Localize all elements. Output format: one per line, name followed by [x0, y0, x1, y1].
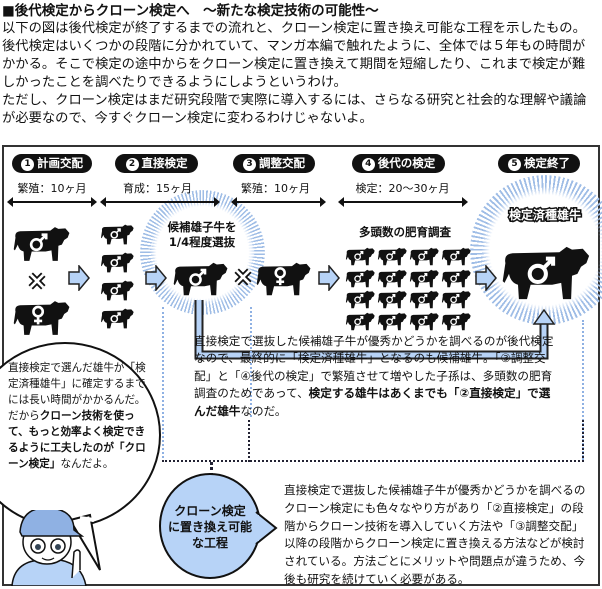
intro-line: 後代検定はいくつかの段階に分かれていて、マンガ本編で触れたように、全体では５年も… — [2, 39, 586, 54]
stage-number: 5 — [508, 158, 521, 171]
clone-process-badge — [159, 473, 278, 579]
stage-label: 計画交配 — [37, 156, 83, 170]
clone-label-line: クローン検定 — [174, 504, 246, 518]
duration-label: 育成：15ヶ月 — [123, 182, 192, 195]
intro-line: が必要なので、今すぐクローン検定に変わるわけじゃないよ。 — [2, 111, 373, 126]
intro-line: しかったことを調べたりできるようにしようというわけ。 — [2, 75, 347, 90]
selection-label-line: 1/4程度選抜 — [168, 235, 236, 249]
note-text: 直接検定で選抜した候補雄子牛が優秀かどうかを調べるのが後代検定なので、最終的に「… — [194, 334, 554, 401]
bubble-text: 直接検定で選んだ雄牛が「検定済種雄牛」に確定するまでには長い時間がかかるんだ。だ… — [8, 360, 146, 472]
stage-number: 2 — [125, 158, 139, 171]
intro-line: ただし、クローン検定はまだ研究段階で実際に導入するには、さらなる研究と社会的な理… — [2, 93, 587, 108]
duration-arrow — [231, 197, 326, 207]
fattening-label: 多頭数の肥育調査 — [359, 225, 451, 239]
male-cow-icon — [12, 222, 70, 266]
progeny-male-cow-icon — [377, 268, 407, 289]
stage-number: 4 — [361, 158, 375, 171]
selected-male-cow-icon — [172, 258, 228, 300]
dotted-bracket — [582, 420, 584, 462]
male-cow-icon — [100, 278, 134, 303]
intro-line: 以下の図は後代検定が終了するまでの流れと、クローン検定に置き換え可能な工程を示し… — [2, 21, 586, 36]
connector-arrow — [194, 300, 556, 360]
flow-arrow-icon — [318, 265, 340, 291]
dotted-guide — [582, 320, 584, 460]
female-cow-icon — [12, 295, 70, 341]
duration-arrow — [338, 197, 468, 207]
duration-arrow — [100, 197, 220, 207]
male-cow-icon — [100, 222, 134, 247]
selection-label-line: 候補雄子牛を — [167, 220, 237, 234]
female-cow-icon — [255, 258, 311, 300]
progeny-male-cow-icon — [441, 246, 471, 267]
clone-label-line: に置き換え可能 — [167, 520, 252, 534]
stage-number: 1 — [21, 158, 34, 171]
clone-label-line: な工程 — [191, 536, 228, 550]
dotted-guide — [162, 307, 164, 462]
duration-arrow — [7, 197, 97, 207]
progeny-male-cow-icon — [345, 268, 375, 289]
dotted-bracket — [250, 460, 584, 462]
dotted-guide — [250, 307, 252, 417]
flow-arrow-icon — [145, 265, 167, 291]
stage-label: 後代の検定 — [377, 156, 436, 170]
flow-arrow-icon — [475, 265, 497, 291]
bubble-line: なんだよ。 — [60, 458, 114, 470]
guide-character-avatar — [11, 510, 87, 586]
intro-section: ■後代検定からクローン検定へ ～新たな検定技術の可能性～ 以下の図は後代検定が終… — [2, 2, 602, 128]
duration-label: 繁殖：10ヶ月 — [241, 182, 310, 195]
progeny-male-cow-icon — [441, 268, 471, 289]
progeny-male-cow-icon — [409, 268, 439, 289]
progeny-male-cow-icon — [377, 246, 407, 267]
flow-arrow-icon — [68, 265, 90, 291]
section-title: ■後代検定からクローン検定へ ～新たな検定技術の可能性～ — [2, 3, 379, 19]
speech-bubble — [0, 342, 161, 571]
note-text: なのだ。 — [240, 403, 287, 418]
male-cow-icon — [100, 306, 134, 331]
bubble-line: だから — [8, 410, 40, 422]
clone-note: 直接検定で選抜した候補雄子牛が優秀かどうかを調べるのクローン検定にも色々なやり方… — [284, 483, 586, 586]
diagram-note: 直接検定で選抜した候補雄子牛が優秀かどうかを調べるのが後代検定なので、最終的に「… — [194, 333, 556, 420]
proven-bull-label: 検定済種雄牛 — [507, 207, 582, 224]
cross-icon — [234, 268, 252, 286]
clone-process-label: クローン検定に置き換え可能な工程 — [160, 503, 260, 551]
stage-label: 検定終了 — [524, 156, 570, 170]
progeny-male-cow-icon — [345, 246, 375, 267]
dotted-bracket — [162, 420, 250, 462]
selection-halo — [140, 190, 265, 315]
intro-line: かかる。そこで検定の途中からをクローン検定に置き換えて期間を短縮したり、これまで… — [2, 57, 586, 72]
bubble-line: 直接検定で選んだ雄牛が「検定済種雄牛」に確定するまでには長い時間がかかるんだ。 — [8, 362, 146, 406]
duration-label: 繁殖：10ヶ月 — [17, 182, 87, 195]
duration-label: 検定：20～30ヶ月 — [355, 182, 450, 195]
bubble-emphasis: クローン技術を使って、もっと効率よく検定できるように工夫したのが「クローン検定」 — [8, 410, 146, 470]
stage-number: 3 — [243, 158, 256, 171]
stage-label: 調整交配 — [259, 156, 305, 170]
progeny-male-cow-icon — [409, 246, 439, 267]
note-emphasis: 検定する雄牛はあくまでも「②直接検定」で選んだ雄牛 — [194, 386, 551, 418]
proven-bull-cow-icon — [500, 238, 590, 308]
male-cow-icon — [100, 250, 134, 275]
stage-label: 直接検定 — [141, 156, 188, 170]
cross-icon — [28, 272, 46, 290]
